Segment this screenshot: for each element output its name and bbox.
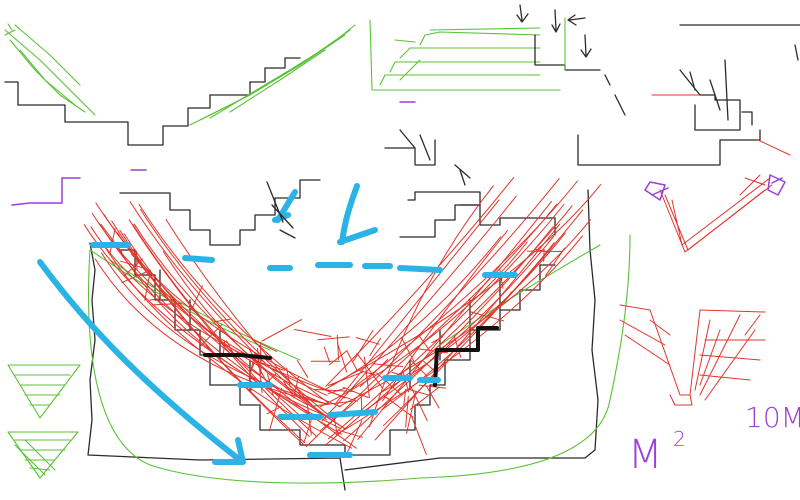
left-green-triangles (7, 364, 81, 479)
water-levels (90, 242, 518, 458)
main-basin-green-curves (87, 234, 631, 484)
length-label: 10M (745, 401, 800, 434)
top-center-slope-sketch (189, 24, 356, 126)
dark-arrow-strokes (266, 181, 296, 239)
right-red-section (619, 304, 766, 406)
area-unit-label: M (628, 432, 663, 478)
main-basin-outline (87, 179, 599, 491)
arrow-down-right-icon (37, 259, 246, 465)
top-right-steps-sketch (577, 24, 800, 166)
top-terrace-layers-sketch (369, 4, 601, 91)
purple-corner-stroke (11, 177, 81, 206)
right-red-v-sketch (644, 139, 791, 253)
top-left-terrace-sketch (4, 23, 251, 146)
arrow-down-left-icon (272, 183, 378, 245)
thick-step-lines (203, 326, 499, 387)
center-small-steps-sketch (384, 101, 471, 186)
area-unit-exponent: 2 (673, 427, 686, 451)
